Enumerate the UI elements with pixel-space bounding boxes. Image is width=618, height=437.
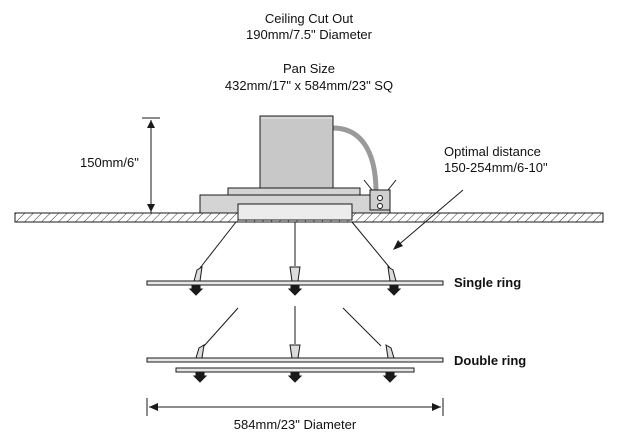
pan-size-value: 432mm/17" x 584mm/23" SQ [224, 78, 394, 93]
hook-icon [195, 344, 395, 359]
pan-size-title: Pan Size [282, 61, 336, 76]
optimal-distance-title: Optimal distance [444, 144, 541, 159]
optimal-distance-arrow [393, 189, 464, 250]
drop-height-label: 150mm/6" [80, 155, 139, 170]
conduit-cable [330, 125, 379, 195]
double-ring-assembly [146, 306, 444, 383]
mounting-pan [199, 187, 391, 221]
diameter-dimension [146, 398, 444, 416]
single-ring-label: Single ring [454, 275, 522, 290]
single-ring-assembly [146, 221, 444, 296]
ceiling-cutout-value: 190mm/7.5" Diameter [246, 27, 372, 42]
speaker-back-box [259, 115, 334, 193]
double-ring-label: Double ring [454, 353, 527, 368]
optimal-distance-value: 150-254mm/6-10" [444, 160, 548, 175]
hook-icon [193, 266, 397, 282]
junction-box [363, 179, 397, 211]
height-dimension [142, 117, 160, 213]
ceiling-cutout-title: Ceiling Cut Out [264, 11, 354, 26]
ring-diameter-label: 584mm/23" Diameter [233, 417, 357, 432]
